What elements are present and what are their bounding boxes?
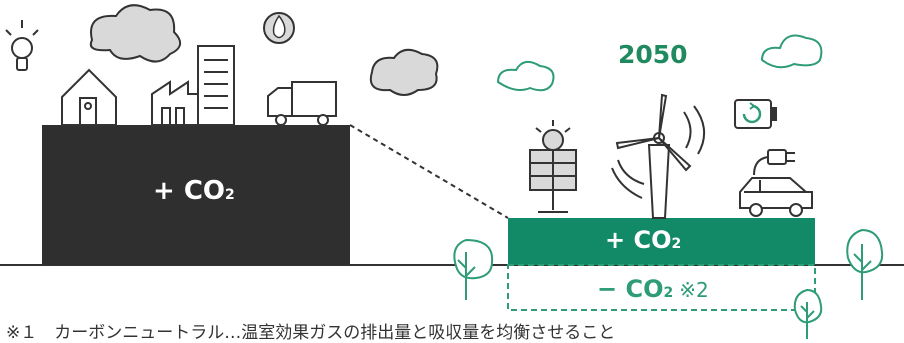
tree-icon [846,228,884,300]
cloud-icon [496,60,555,92]
footnote: ※１ カーボンニュートラル…温室効果ガスの排出量と吸収量を均衡させること [6,323,616,343]
note-mark: ※2 [679,278,709,302]
battery-icon [734,99,777,129]
cloud-icon [89,4,181,63]
truck-icon [267,81,337,126]
future-co2-emission-label: + CO2 [605,226,681,254]
current-co2-text: + CO [153,176,226,206]
tree-icon [793,288,823,339]
absorption-dashed-box [507,264,816,311]
solar-panel-icon [529,120,577,213]
target-year: 2050 [618,40,688,69]
future-co2-absorption-label: − CO2 ※2 [597,275,709,303]
tree-icon [453,238,494,300]
future-co2-minus-text: − CO [597,275,664,303]
electric-car-icon [739,177,813,217]
cloud-icon [369,48,439,96]
house-icon [61,68,117,126]
future-co2-plus-subscript: 2 [671,236,682,252]
future-co2-plus-text: + CO [605,226,672,254]
factory-icon [151,45,235,126]
current-co2-label: + CO2 [153,176,235,206]
wind-turbine-icon [611,93,705,219]
current-emissions-block [42,125,350,265]
bulb-icon [5,20,39,71]
future-co2-minus-subscript: 2 [663,285,674,301]
plug-icon [753,149,795,176]
cloud-icon [760,34,823,69]
transition-dashed-line [349,124,509,219]
current-co2-subscript: 2 [225,187,235,203]
future-emissions-block [508,218,815,265]
flame-icon [263,12,295,44]
